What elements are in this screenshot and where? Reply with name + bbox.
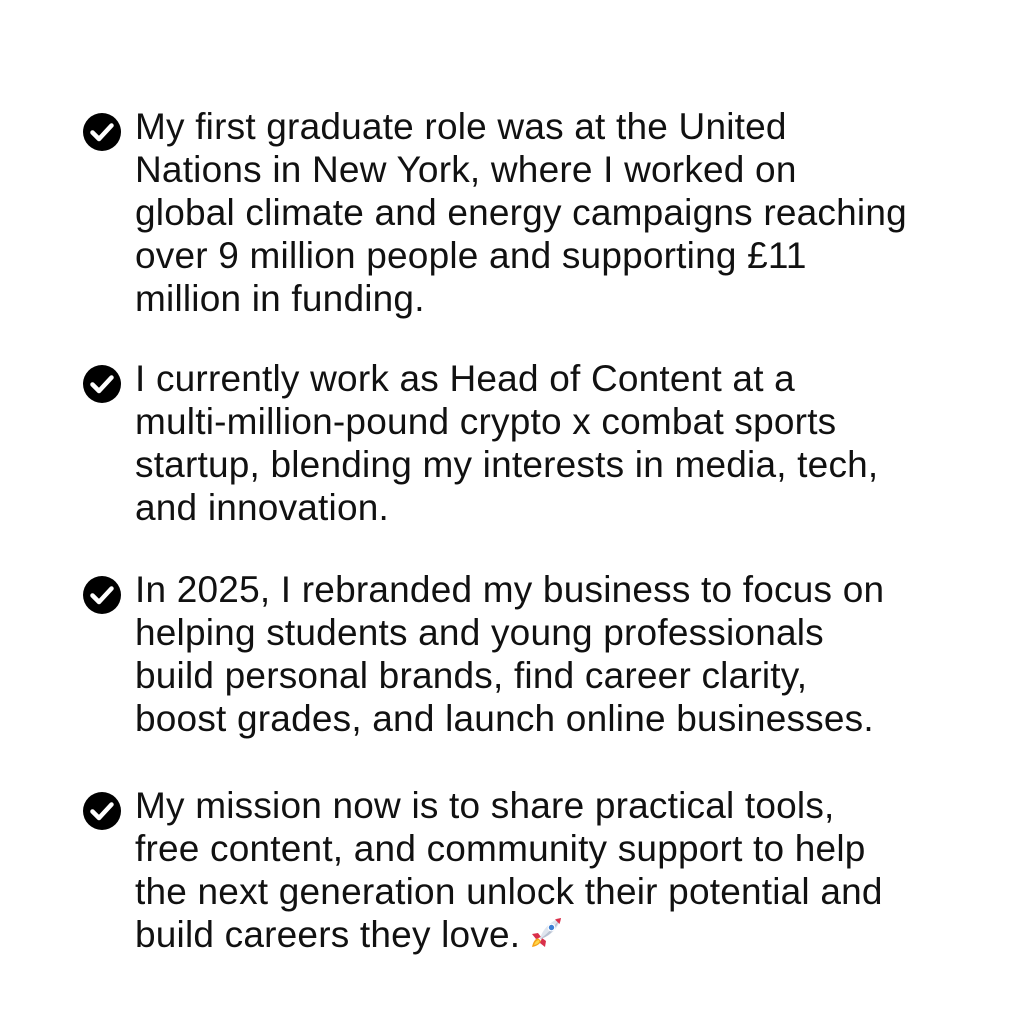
- bullet-line: multi-million-pound crypto x combat spor…: [135, 401, 837, 442]
- bullet-line: the next generation unlock their potenti…: [135, 871, 883, 912]
- bullet-text: My first graduate role was at the United…: [135, 105, 1017, 320]
- bullet-text: My mission now is to share practical too…: [135, 784, 1017, 956]
- bullet-line: I currently work as Head of Content at a: [135, 358, 795, 399]
- check-circle-icon: [83, 576, 121, 614]
- bullet-line: million in funding.: [135, 278, 425, 319]
- bullet-line: My mission now is to share practical too…: [135, 785, 835, 826]
- bullet-line: helping students and young professionals: [135, 612, 824, 653]
- bullet-line: build careers they love.: [135, 914, 521, 955]
- bullet-line: over 9 million people and supporting £11: [135, 235, 807, 276]
- check-circle-icon: [83, 113, 121, 151]
- bullet-text: In 2025, I rebranded my business to focu…: [135, 568, 1017, 740]
- bullet-line: global climate and energy campaigns reac…: [135, 192, 907, 233]
- check-circle-icon: [83, 792, 121, 830]
- bullet-line: My first graduate role was at the United: [135, 106, 787, 147]
- bullet-text: I currently work as Head of Content at a…: [135, 357, 1017, 529]
- bullet-line: startup, blending my interests in media,…: [135, 444, 879, 485]
- bullet-line-with-icon: build careers they love.: [135, 913, 1017, 956]
- rocket-icon: [532, 918, 562, 947]
- bullet-line: In 2025, I rebranded my business to focu…: [135, 569, 885, 610]
- check-circle-icon: [83, 365, 121, 403]
- bullet-line: Nations in New York, where I worked on: [135, 149, 797, 190]
- bullet-line: build personal brands, find career clari…: [135, 655, 808, 696]
- bullet-line: and innovation.: [135, 487, 389, 528]
- bullet-line: boost grades, and launch online business…: [135, 698, 874, 739]
- bullet-line: free content, and community support to h…: [135, 828, 866, 869]
